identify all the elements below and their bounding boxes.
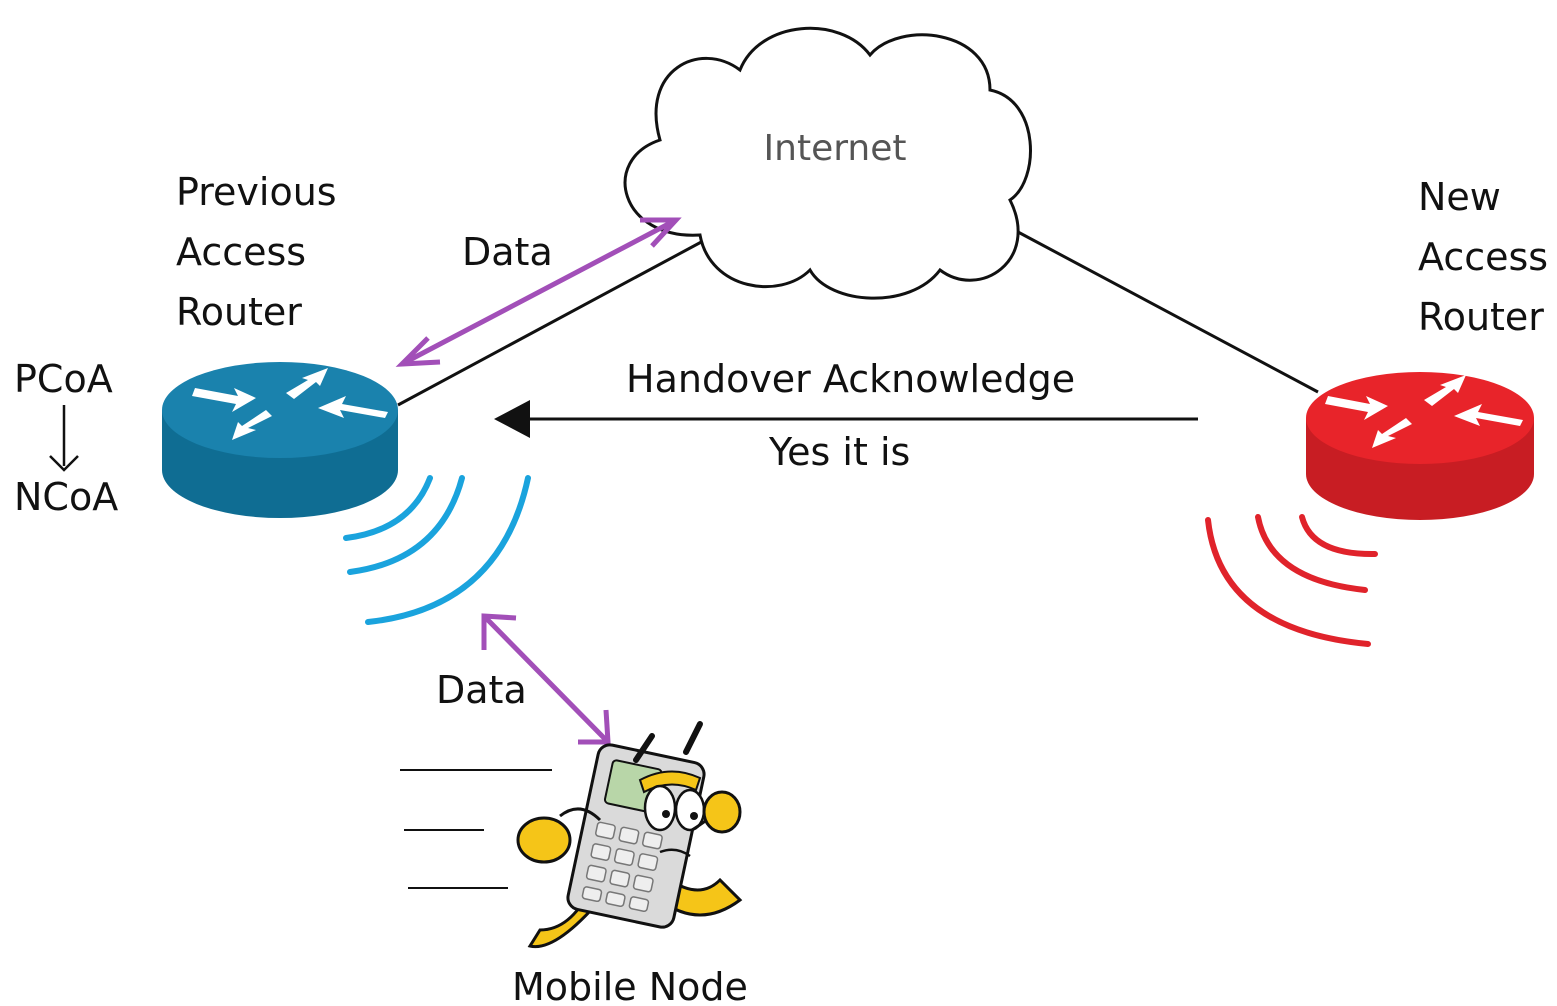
link-previous-router-internet xyxy=(397,238,706,407)
internet-label: Internet xyxy=(764,128,907,169)
link-internet-new-router xyxy=(1017,230,1319,394)
previous-router-label-line-1: Previous xyxy=(176,170,337,214)
address-change-arrowhead-icon xyxy=(49,455,79,472)
data-mobile-arrowhead-router-icon xyxy=(481,613,517,650)
previous-router-signal-icon xyxy=(343,475,531,625)
new-router-label: New Access Router xyxy=(1418,175,1557,339)
previous-router-label-line-2: Access xyxy=(176,230,306,274)
previous-router-label: Previous Access Router xyxy=(176,170,349,334)
new-router-label-line-3: Router xyxy=(1418,295,1544,339)
ncoa-label: NCoA xyxy=(14,475,118,519)
new-router-label-line-1: New xyxy=(1418,175,1501,219)
previous-router-icon xyxy=(162,362,398,518)
pcoa-label: PCoA xyxy=(14,357,113,401)
handover-ack-label: Handover Acknowledge xyxy=(626,357,1075,401)
mobile-node-icon xyxy=(516,721,743,949)
data-internet-label: Data xyxy=(462,230,553,274)
data-internet-arrowhead-router-icon xyxy=(395,336,441,367)
handover-ack-sublabel: Yes it is xyxy=(768,430,910,474)
data-mobile-label: Data xyxy=(436,668,527,712)
data-mobile-arrowhead-mobile-icon xyxy=(578,709,611,745)
handover-ack-arrowhead-icon xyxy=(494,400,530,438)
data-internet-arrowhead-cloud-icon xyxy=(640,217,682,248)
internet-cloud: Internet xyxy=(623,26,1032,300)
new-router-icon xyxy=(1306,372,1534,520)
previous-router-label-line-3: Router xyxy=(176,290,302,334)
data-mobile-arrow xyxy=(482,614,610,744)
data-internet-arrow xyxy=(400,217,678,367)
new-router-signal-icon xyxy=(1205,514,1378,647)
mobile-node-label: Mobile Node xyxy=(512,965,748,1006)
motion-lines xyxy=(400,769,552,889)
new-router-label-line-2: Access xyxy=(1418,235,1548,279)
